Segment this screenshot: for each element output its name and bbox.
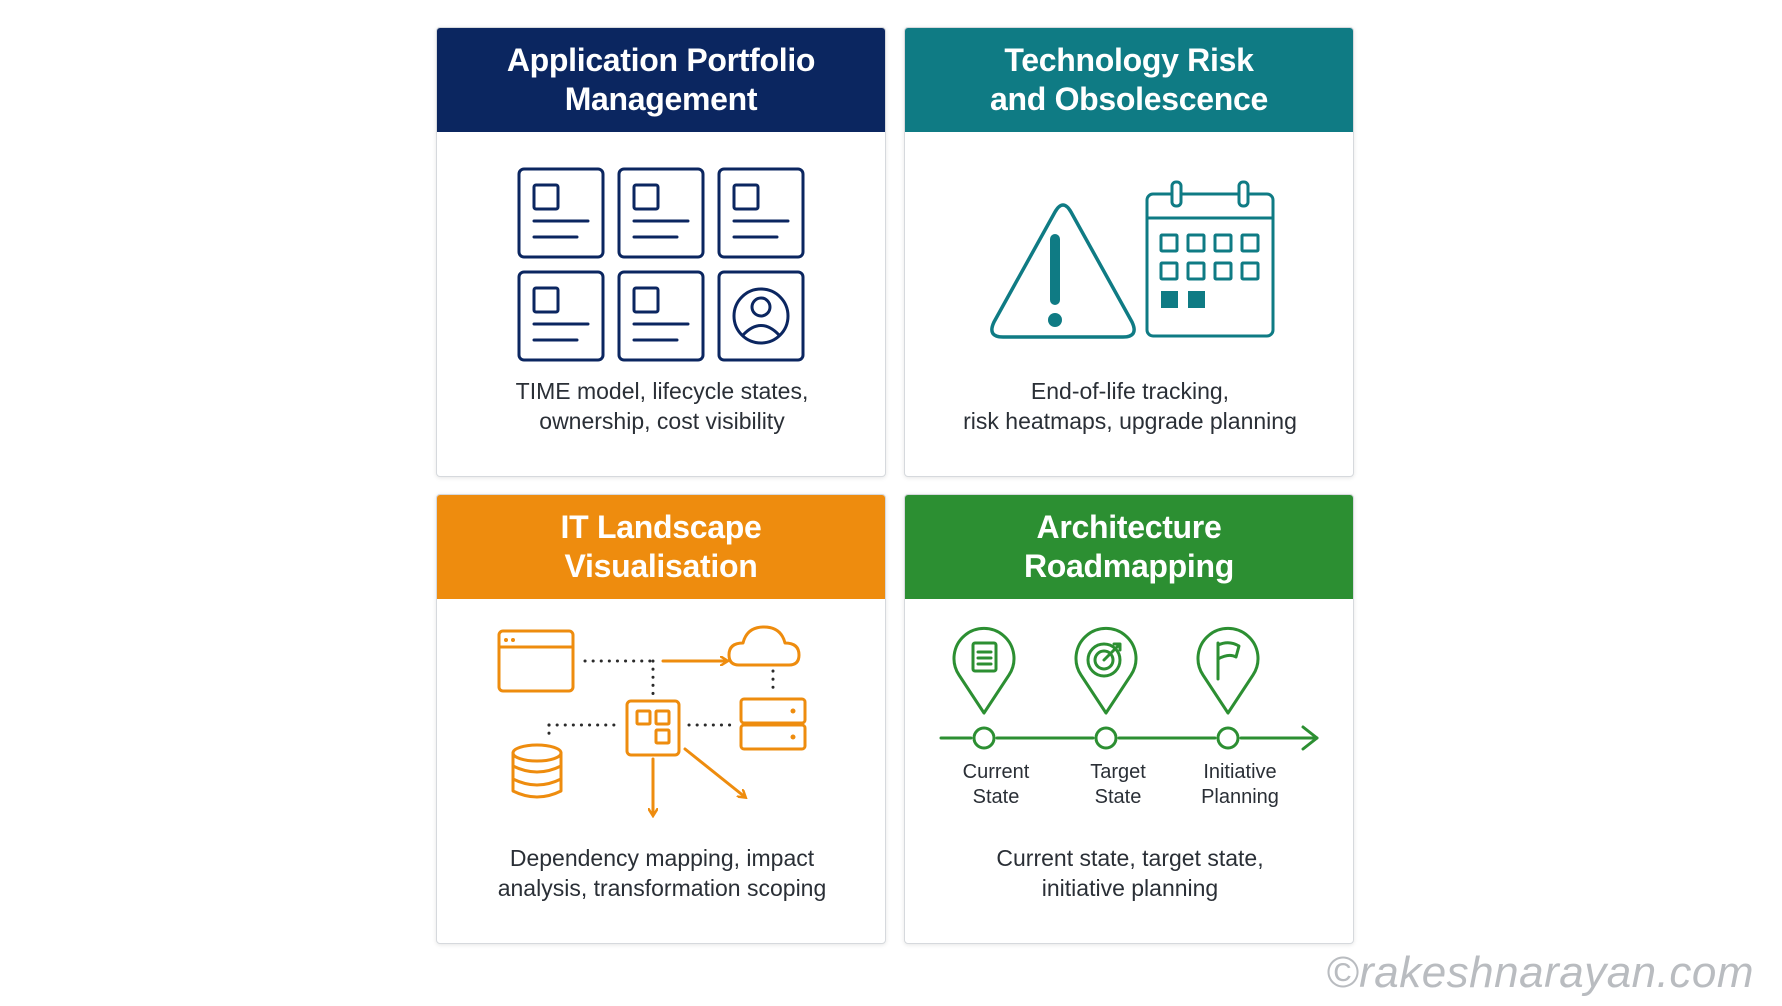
card-it-landscape: IT Landscape Visualisation	[436, 494, 886, 944]
card-architecture-roadmapping: Architecture Roadmapping	[904, 494, 1354, 944]
card-title: Technology Risk and Obsolescence	[990, 42, 1268, 117]
card-header-roadmap: Architecture Roadmapping	[905, 495, 1353, 599]
card-description: Current state, target state, initiative …	[996, 845, 1264, 901]
roadmap-step-target: Target State	[1090, 761, 1146, 808]
dependency-map-icon	[497, 625, 807, 839]
roadmap-step-initiative: Initiative Planning	[1201, 761, 1279, 808]
roadmap-step-current: Current State	[962, 761, 1030, 808]
card-technology-risk: Technology Risk and Obsolescence End-of-…	[904, 27, 1354, 477]
card-title: Application Portfolio Management	[506, 42, 816, 117]
card-title: Architecture Roadmapping	[1023, 509, 1235, 584]
roadmap-timeline-icon	[939, 626, 1319, 751]
card-application-portfolio: Application Portfolio Management	[436, 27, 886, 477]
card-header-landscape: IT Landscape Visualisation	[437, 495, 885, 599]
watermark: ©rakeshnarayan.com	[1326, 948, 1754, 997]
card-description: Dependency mapping, impact analysis, tra…	[497, 845, 827, 901]
card-header-portfolio: Application Portfolio Management	[437, 28, 885, 132]
card-description: End-of-life tracking, risk heatmaps, upg…	[963, 378, 1297, 434]
card-description: TIME model, lifecycle states, ownership,…	[515, 378, 809, 434]
warning-calendar-icon	[990, 180, 1275, 339]
card-header-risk: Technology Risk and Obsolescence	[905, 28, 1353, 132]
application-grid-icon	[517, 167, 805, 362]
card-title: IT Landscape Visualisation	[560, 509, 762, 584]
